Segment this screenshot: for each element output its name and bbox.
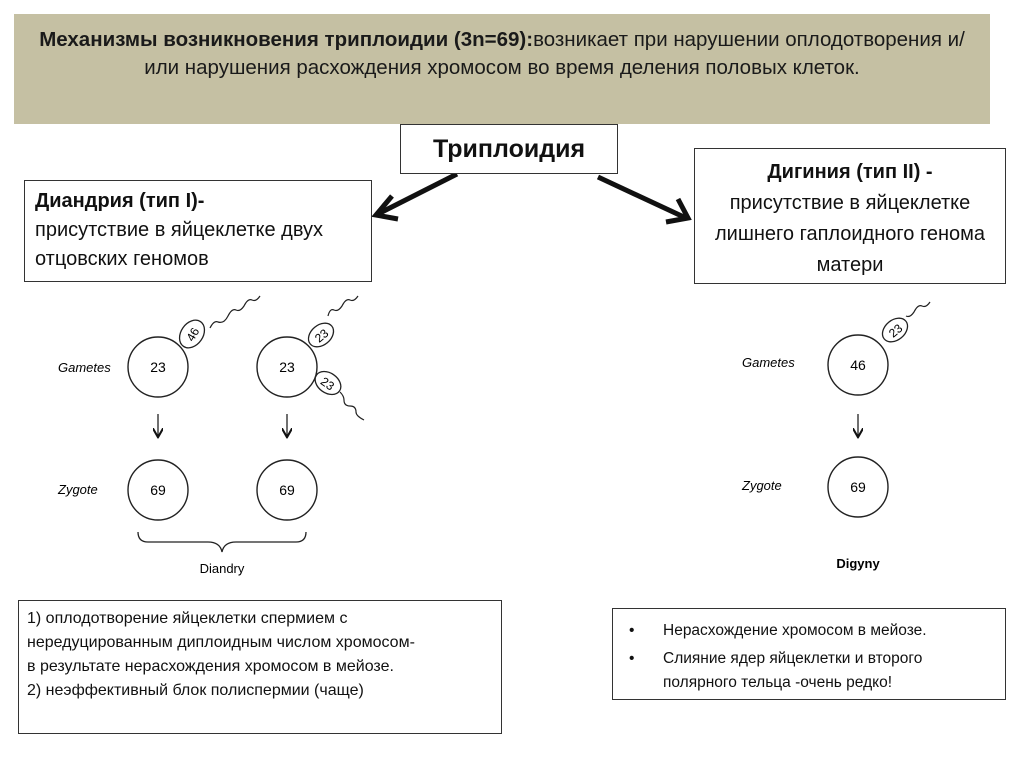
header-text: возникает при нарушении оплодотворения и…: [144, 28, 965, 79]
triploidy-title-box: Триплоидия: [400, 124, 618, 174]
diandry-gamete-pair-1: 23 46: [127, 295, 261, 398]
egg-cell: [256, 336, 318, 398]
diandry-cause-line: 1) оплодотворение яйцеклетки спермием с: [27, 610, 348, 627]
digyny-gamete-pair: 46 23: [827, 301, 931, 396]
zygote-chromosome-count: 69: [150, 482, 166, 498]
digyny-cause-text: Слияние ядер яйцеклетки и второго полярн…: [663, 650, 923, 691]
digyny-causes-box: • Нерасхождение хромосом в мейозе. • Сли…: [612, 608, 1006, 700]
diandry-zygote-label: Zygote: [57, 482, 98, 497]
digyny-title: Дигиния (тип II) -: [767, 161, 933, 183]
egg-cell: [127, 336, 189, 398]
sperm-head: [881, 317, 909, 343]
sperm-chromosome-count: 46: [183, 325, 202, 344]
triploidy-title: Триплоидия: [432, 135, 586, 163]
digyny-gametes-label: Gametes: [742, 355, 795, 370]
zygote-cell: [127, 459, 189, 521]
diandry-caption: Diandry: [200, 561, 245, 576]
sperm-tail: [327, 295, 359, 317]
sperm-head: [314, 370, 342, 396]
digyny-cause-text: Нерасхождение хромосом в мейозе.: [663, 622, 927, 639]
diandry-cause-line: нередуцированным диплоидным числом хромо…: [27, 634, 415, 651]
header-bold-text: Механизмы возникновения триплоидии (3n=6…: [39, 28, 534, 51]
egg-chromosome-count: 23: [150, 359, 166, 375]
digyny-caption: Digyny: [836, 556, 880, 571]
header-banner: Механизмы возникновения триплоидии (3n=6…: [14, 14, 990, 124]
diandry-cause-line: 2) неэффективный блок полиспермии (чаще): [27, 682, 364, 699]
list-item: • Слияние ядер яйцеклетки и второго поля…: [623, 647, 995, 695]
diandry-description: присутствие в яйцеклетке двух отцовских …: [35, 219, 324, 270]
digyny-causes-list: • Нерасхождение хромосом в мейозе. • Сли…: [623, 619, 995, 695]
bullet-icon: •: [629, 650, 635, 667]
egg-chromosome-count: 46: [850, 357, 866, 373]
egg-chromosome-count: 23: [279, 359, 295, 375]
zygote-cell: [256, 459, 318, 521]
bullet-icon: •: [629, 622, 635, 639]
diandry-causes-box: 1) оплодотворение яйцеклетки спермием с …: [18, 600, 502, 734]
digyny-box: Дигиния (тип II) - присутствие в яйцекле…: [694, 148, 1006, 284]
digyny-description: присутствие в яйцеклетке лишнего гаплоид…: [715, 192, 985, 276]
zygote-chromosome-count: 69: [850, 479, 866, 495]
diandry-cause-line: в результате нерасхождения хромосом в ме…: [27, 658, 394, 675]
diandry-box: Диандрия (тип I)- присутствие в яйцеклет…: [24, 180, 372, 282]
sperm-tail: [905, 301, 931, 318]
list-item: • Нерасхождение хромосом в мейозе.: [623, 619, 995, 643]
diandry-brace: [137, 531, 307, 553]
diandry-gametes-label: Gametes: [58, 360, 111, 375]
sperm-head: [307, 322, 335, 348]
diandry-title: Диандрия (тип I)-: [35, 190, 205, 212]
zygote-chromosome-count: 69: [279, 482, 295, 498]
digyny-zygote-label: Zygote: [741, 478, 782, 493]
zygote-cell: [827, 456, 889, 518]
sperm-head: [178, 319, 206, 349]
sperm-tail: [209, 295, 261, 329]
diandry-gamete-pair-2: 23 23 23: [256, 295, 365, 421]
egg-cell: [827, 334, 889, 396]
arrow-to-diandry: [371, 171, 459, 222]
sperm-tail: [339, 391, 365, 421]
arrow-to-digyny: [596, 174, 692, 225]
